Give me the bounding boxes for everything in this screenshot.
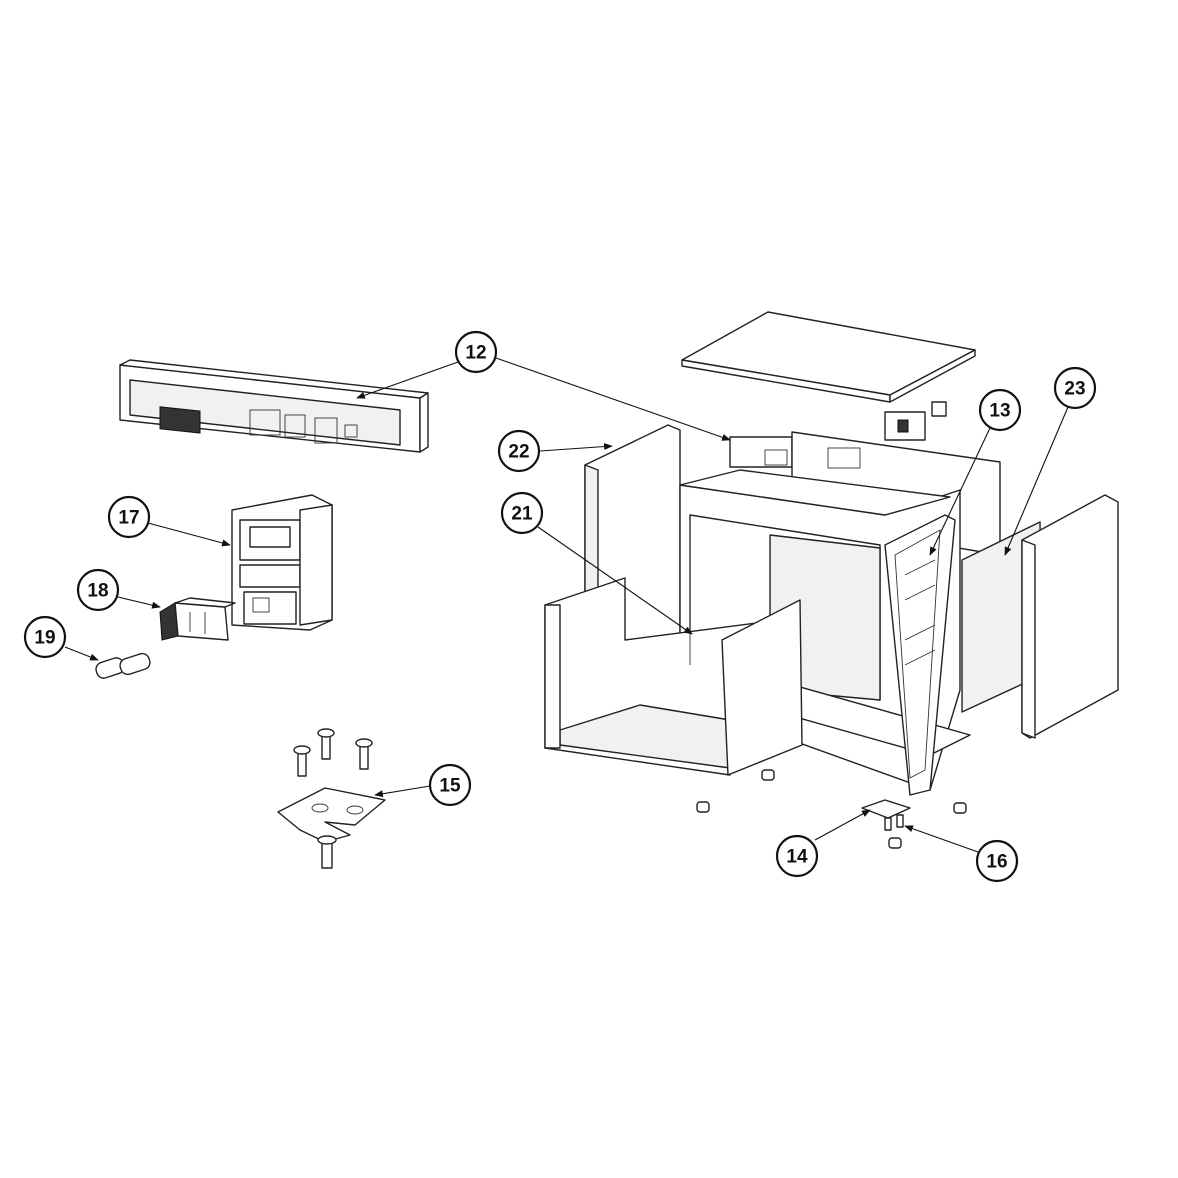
callout-18: 18 xyxy=(76,568,120,612)
callout-12: 12 xyxy=(454,330,498,374)
callout-label: 22 xyxy=(508,442,529,463)
base-tray-part xyxy=(544,577,803,776)
power-inlet-module-part xyxy=(231,494,333,631)
callout-label: 14 xyxy=(786,847,808,868)
callout-label: 13 xyxy=(989,401,1010,422)
callout-label: 16 xyxy=(986,852,1007,873)
callout-label: 15 xyxy=(439,776,461,797)
right-side-panels-part xyxy=(961,494,1119,739)
fuses-part xyxy=(95,652,151,679)
callout-16: 16 xyxy=(975,839,1019,883)
top-cover-part xyxy=(681,311,976,403)
callout-17: 17 xyxy=(107,495,151,539)
switch-part xyxy=(159,597,236,641)
callout-label: 19 xyxy=(34,628,55,649)
callout-label: 18 xyxy=(87,581,108,602)
leader-lines xyxy=(64,357,1069,853)
callout-13: 13 xyxy=(978,388,1022,432)
callout-22: 22 xyxy=(497,429,541,473)
callout-23: 23 xyxy=(1053,366,1097,410)
callout-label: 23 xyxy=(1064,379,1085,400)
callout-15: 15 xyxy=(428,763,472,807)
callout-14: 14 xyxy=(775,834,819,878)
door-frame-part xyxy=(884,514,956,796)
callout-label: 12 xyxy=(465,343,486,364)
small-components-part xyxy=(729,401,947,468)
callout-label: 21 xyxy=(511,504,533,525)
bracket-with-screws-part xyxy=(277,728,386,869)
callout-label: 17 xyxy=(118,508,139,529)
control-board-part xyxy=(119,359,429,453)
callout-21: 21 xyxy=(500,491,544,535)
callout-19: 19 xyxy=(23,615,67,659)
feet-and-hinge-part xyxy=(696,769,967,849)
